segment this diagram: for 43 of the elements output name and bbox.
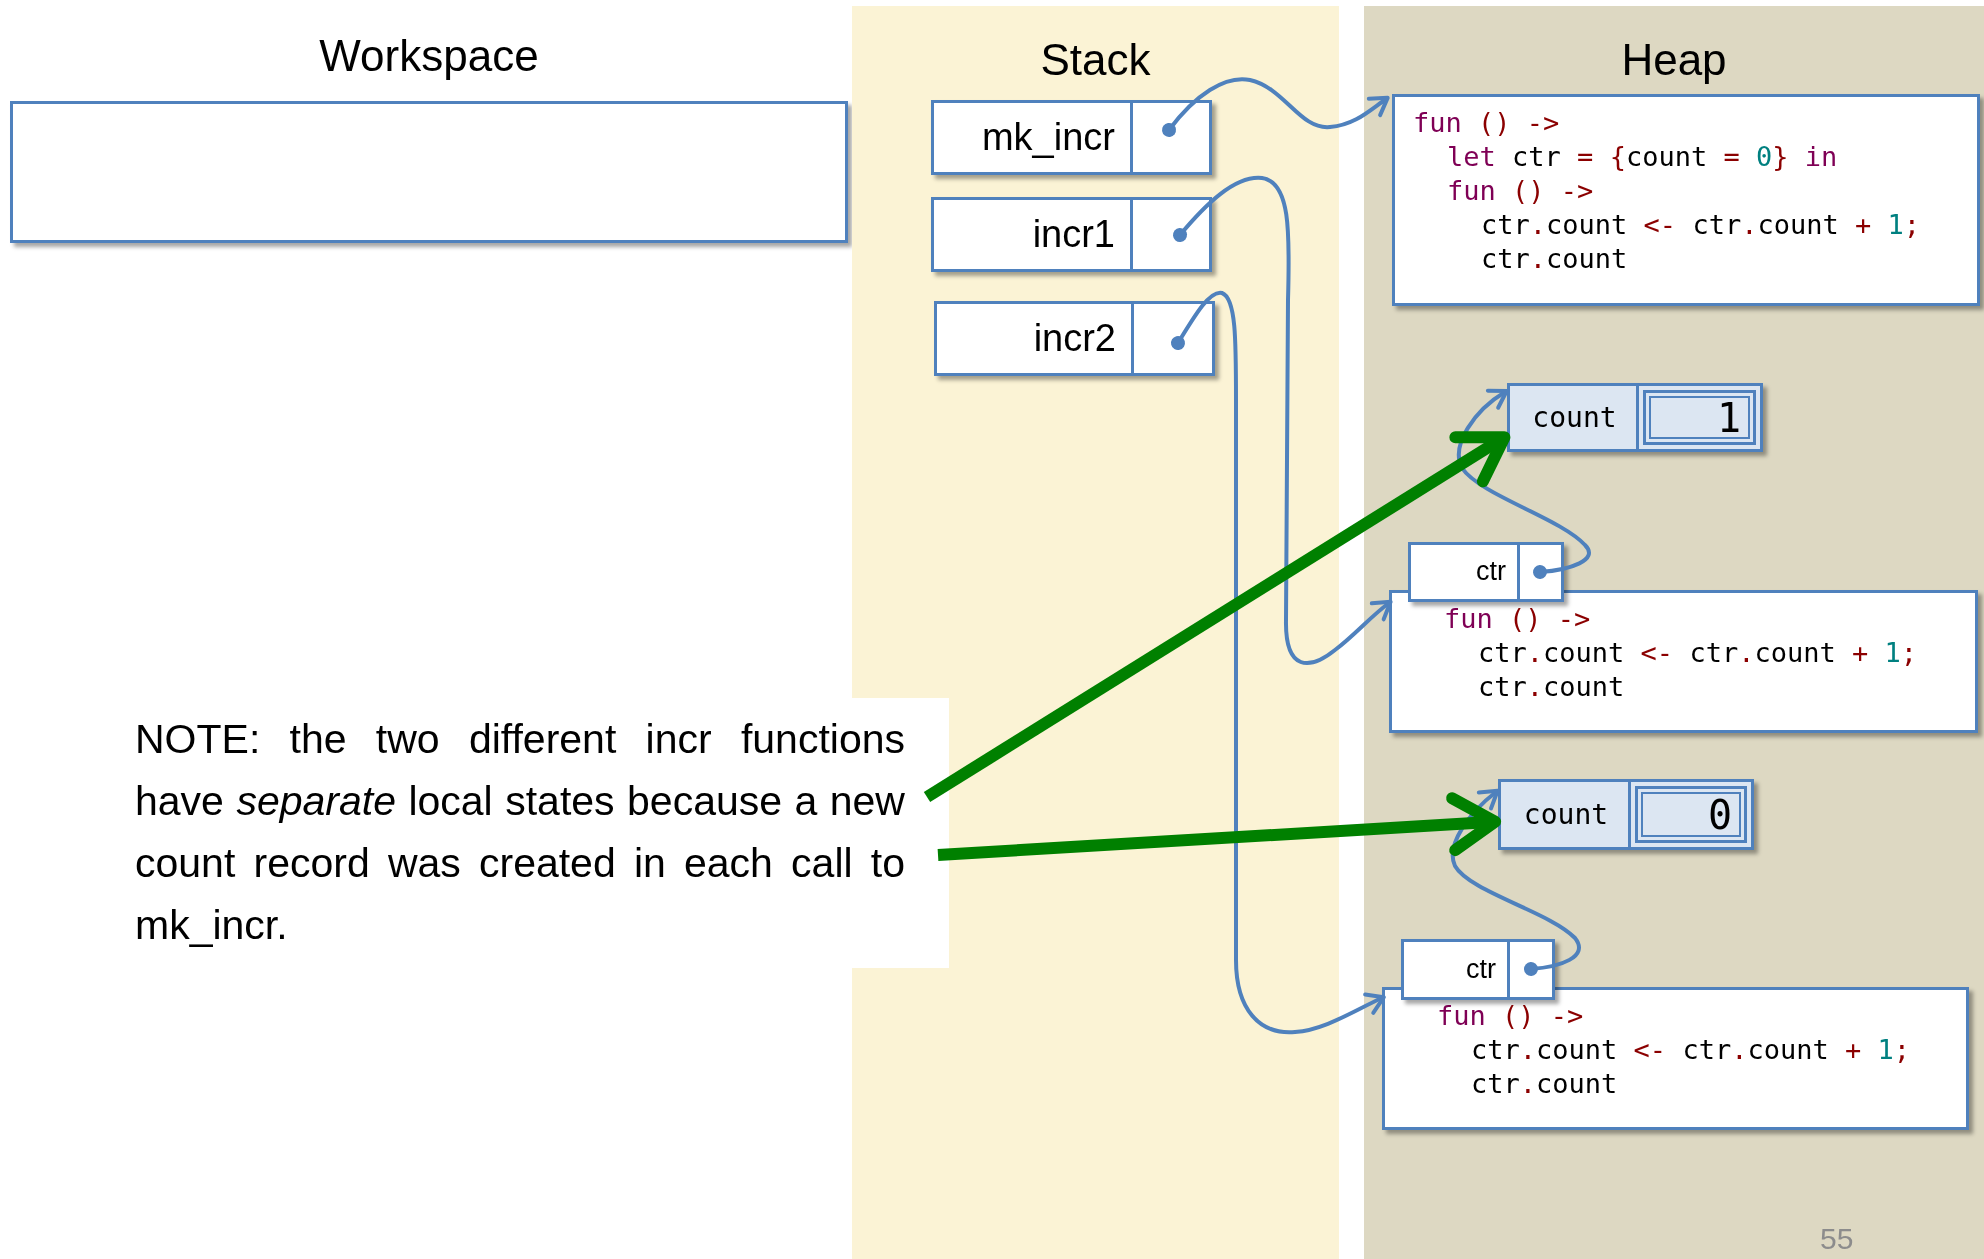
stack-variable-box <box>931 197 1212 272</box>
section-heading: Heap <box>1621 35 1727 84</box>
code-line: fun () -> <box>1447 175 1594 208</box>
code-line: ctr.count <box>1478 671 1625 704</box>
variable-name: ctr <box>1476 557 1506 587</box>
note-text: NOTE: the two different incr functions have separate local states because a new count record was created in each call to mk_incr. <box>135 715 905 950</box>
code-line: let ctr = {count = 0} in <box>1447 141 1838 174</box>
thick-arrow <box>923 431 1511 803</box>
code-line: ctr.count <- ctr.count + 1; <box>1471 1034 1911 1067</box>
code-line: ctr.count <- ctr.count + 1; <box>1481 209 1921 242</box>
code-line: ctr.count <box>1481 243 1628 276</box>
variable-name: incr1 <box>1032 213 1115 256</box>
stack-variable-box <box>931 100 1212 175</box>
field-box <box>1401 939 1555 1000</box>
pointer-arrow <box>1450 788 1581 976</box>
code-line: fun () -> <box>1437 1000 1584 1033</box>
code-line: fun () -> <box>1444 603 1591 636</box>
code-line: ctr.count <- ctr.count + 1; <box>1478 637 1918 670</box>
thick-arrow <box>937 792 1502 861</box>
variable-name: incr2 <box>1033 317 1116 360</box>
code-box <box>1389 590 1978 733</box>
pointer-arrow <box>1457 388 1591 579</box>
page-number: 55 <box>1820 1222 1854 1255</box>
record-box <box>1507 383 1763 452</box>
field-value: 0 <box>1635 786 1747 843</box>
field-name: count <box>1532 401 1617 434</box>
field-name: count <box>1523 798 1609 831</box>
code-line: fun () -> <box>1413 107 1560 140</box>
field-box <box>1408 542 1564 602</box>
pointer-arrow <box>1162 77 1390 137</box>
record-box <box>1498 779 1754 850</box>
code-line: ctr.count <box>1471 1068 1618 1101</box>
section-heading: Workspace <box>318 32 540 81</box>
pointer-arrow <box>1173 175 1393 665</box>
memory-region <box>1364 6 1984 1259</box>
code-box <box>1382 987 1969 1130</box>
variable-name: mk_incr <box>981 116 1115 159</box>
pointer-arrow <box>1171 291 1386 1035</box>
code-box <box>1392 94 1980 306</box>
stack-variable-box <box>934 301 1215 376</box>
section-heading: Stack <box>1040 35 1151 84</box>
field-value: 1 <box>1643 390 1756 445</box>
variable-name: ctr <box>1466 954 1496 985</box>
